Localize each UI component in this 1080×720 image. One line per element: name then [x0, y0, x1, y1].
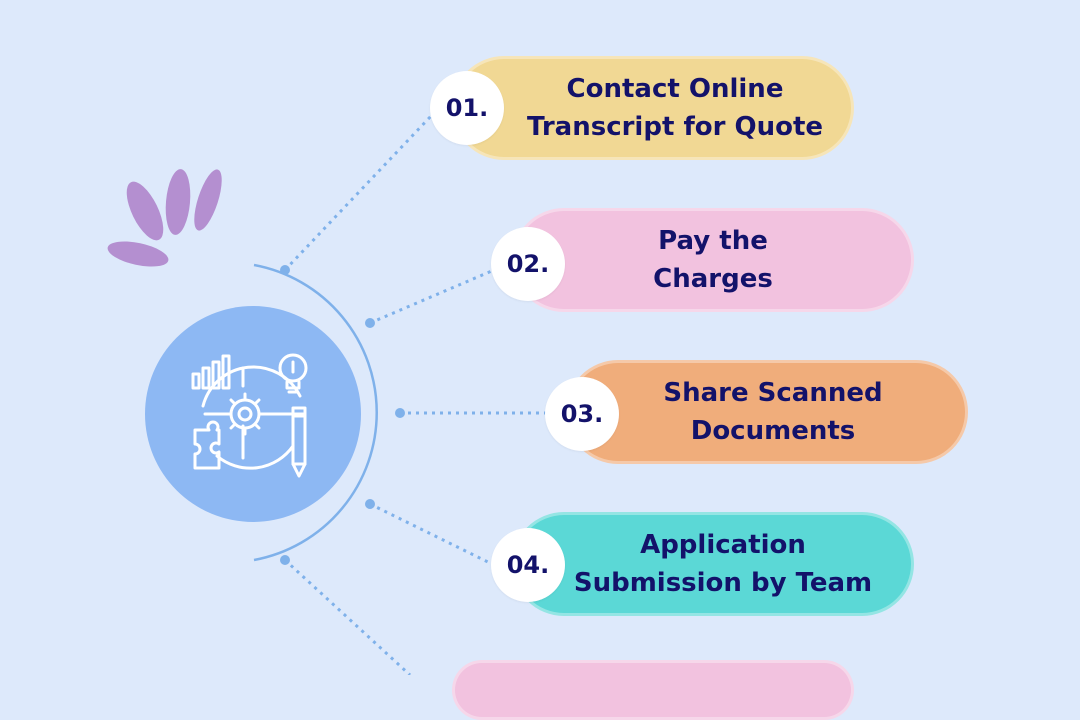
- step-4-pill: [512, 512, 914, 616]
- step-3-number: 03.: [545, 377, 619, 451]
- connector-4: [369, 502, 495, 567]
- connector-1: [283, 113, 434, 272]
- step-2-number: 02.: [491, 227, 565, 301]
- connector-dot-3: [395, 408, 405, 418]
- step-1-label: Contact Online Transcript for Quote: [526, 74, 824, 142]
- step-1-number: 01.: [430, 71, 504, 145]
- leaf-sprig-icon: [107, 169, 222, 267]
- step-2-label: Pay the Charges: [653, 226, 773, 294]
- step-5-pill: [452, 660, 854, 720]
- step-4-label: Application Submission by Team: [573, 530, 873, 598]
- connector-5: [283, 558, 412, 675]
- connector-lines: [107, 113, 546, 675]
- connector-dot-5: [280, 555, 290, 565]
- connector-2: [369, 268, 495, 325]
- hub-circle: [145, 306, 361, 522]
- hub-arc: [253, 263, 378, 562]
- connector-dot-1: [280, 265, 290, 275]
- step-3-pill: [566, 360, 968, 464]
- connector-dot-2: [365, 318, 375, 328]
- step-3-label: Share Scanned Documents: [663, 378, 883, 446]
- step-4-number: 04.: [491, 528, 565, 602]
- analytics-gear-lightbulb-puzzle-pencil-icon: [191, 353, 308, 478]
- connector-dot-4: [365, 499, 375, 509]
